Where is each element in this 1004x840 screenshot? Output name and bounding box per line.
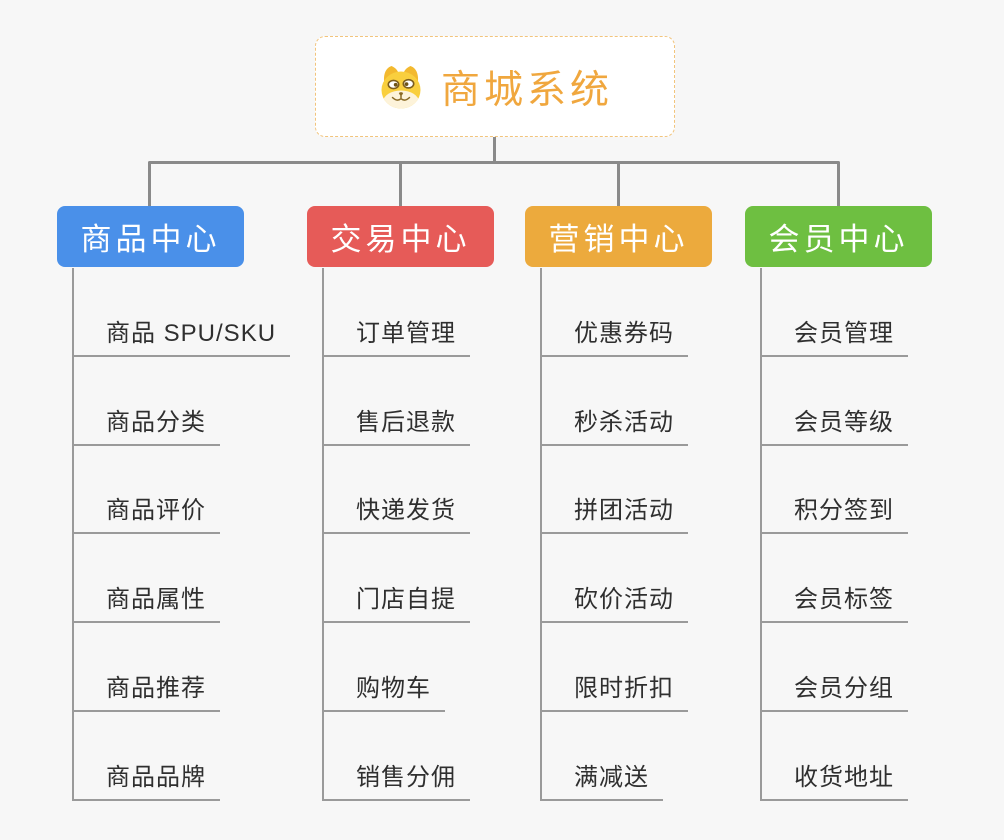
child-node[interactable]: 满减送	[542, 712, 663, 801]
child-node[interactable]: 快递发货	[324, 446, 470, 535]
connector-horizontal	[148, 161, 840, 164]
child-node[interactable]: 商品评价	[74, 446, 220, 535]
branch-children-member: 会员管理 会员等级 积分签到 会员标签 会员分组 收货地址	[760, 268, 1002, 801]
child-node-label: 收货地址	[762, 757, 908, 801]
child-node-label: 销售分佣	[324, 757, 470, 801]
child-node[interactable]: 秒杀活动	[542, 357, 688, 446]
child-node-label: 积分签到	[762, 490, 908, 535]
root-title: 商城系统	[440, 68, 613, 112]
connector-root-stub	[493, 137, 496, 163]
child-node-label: 拼团活动	[542, 490, 688, 535]
child-node-label: 商品推荐	[74, 668, 220, 713]
child-node[interactable]: 商品分类	[74, 357, 220, 446]
child-node[interactable]: 会员标签	[762, 534, 908, 624]
child-node-label: 商品分类	[74, 402, 220, 446]
child-node[interactable]: 会员分组	[762, 623, 908, 713]
child-node[interactable]: 商品 SPU/SKU	[74, 268, 291, 357]
child-node[interactable]: 订单管理	[324, 268, 470, 357]
branch-node-product[interactable]: 商品中心	[57, 206, 244, 267]
child-node-label: 订单管理	[324, 313, 470, 357]
child-node[interactable]: 售后退款	[324, 357, 470, 446]
child-node[interactable]: 拼团活动	[542, 446, 688, 535]
child-node[interactable]: 会员管理	[762, 268, 908, 357]
branch-node-member[interactable]: 会员中心	[745, 206, 932, 267]
branch-children-product: 商品 SPU/SKU 商品分类 商品评价 商品属性 商品推荐 商品品牌	[72, 268, 314, 801]
child-node-label: 优惠券码	[542, 313, 688, 357]
child-node[interactable]: 会员等级	[762, 357, 908, 446]
branch-node-marketing[interactable]: 营销中心	[525, 206, 712, 267]
child-node-label: 秒杀活动	[542, 402, 688, 446]
child-node[interactable]: 限时折扣	[542, 623, 688, 713]
child-node[interactable]: 商品品牌	[74, 712, 220, 801]
child-node-label: 商品评价	[74, 490, 220, 535]
child-node[interactable]: 砍价活动	[542, 534, 688, 624]
child-node-label: 商品品牌	[74, 757, 220, 801]
child-node[interactable]: 销售分佣	[324, 712, 470, 801]
child-node[interactable]: 商品属性	[74, 534, 220, 624]
child-node[interactable]: 收货地址	[762, 712, 908, 801]
child-node-label: 砍价活动	[542, 579, 688, 624]
connector-drop-member	[837, 162, 840, 207]
child-node-label: 售后退款	[324, 402, 470, 446]
connector-drop-marketing	[617, 162, 620, 207]
child-node[interactable]: 优惠券码	[542, 268, 688, 357]
child-node-label: 限时折扣	[542, 668, 688, 713]
child-node-label: 满减送	[542, 757, 663, 801]
branch-node-trade[interactable]: 交易中心	[307, 206, 494, 267]
connector-drop-product	[148, 162, 151, 207]
child-node-label: 会员分组	[762, 668, 908, 713]
child-node-label: 会员标签	[762, 579, 908, 624]
child-node-label: 商品 SPU/SKU	[74, 313, 291, 357]
child-node-label: 门店自提	[324, 579, 470, 624]
branch-children-marketing: 优惠券码 秒杀活动 拼团活动 砍价活动 限时折扣 满减送	[540, 268, 782, 801]
dog-icon	[381, 65, 421, 108]
branch-children-trade: 订单管理 售后退款 快递发货 门店自提 购物车 销售分佣	[322, 268, 564, 801]
child-node-label: 商品属性	[74, 579, 220, 624]
root-node[interactable]: 商城系统	[315, 36, 675, 137]
child-node[interactable]: 积分签到	[762, 446, 908, 535]
connector-drop-trade	[399, 162, 402, 207]
child-node[interactable]: 商品推荐	[74, 623, 220, 713]
child-node[interactable]: 购物车	[324, 623, 445, 713]
child-node[interactable]: 门店自提	[324, 534, 470, 624]
child-node-label: 会员等级	[762, 402, 908, 446]
child-node-label: 购物车	[324, 668, 445, 713]
child-node-label: 会员管理	[762, 313, 908, 357]
child-node-label: 快递发货	[324, 490, 470, 535]
